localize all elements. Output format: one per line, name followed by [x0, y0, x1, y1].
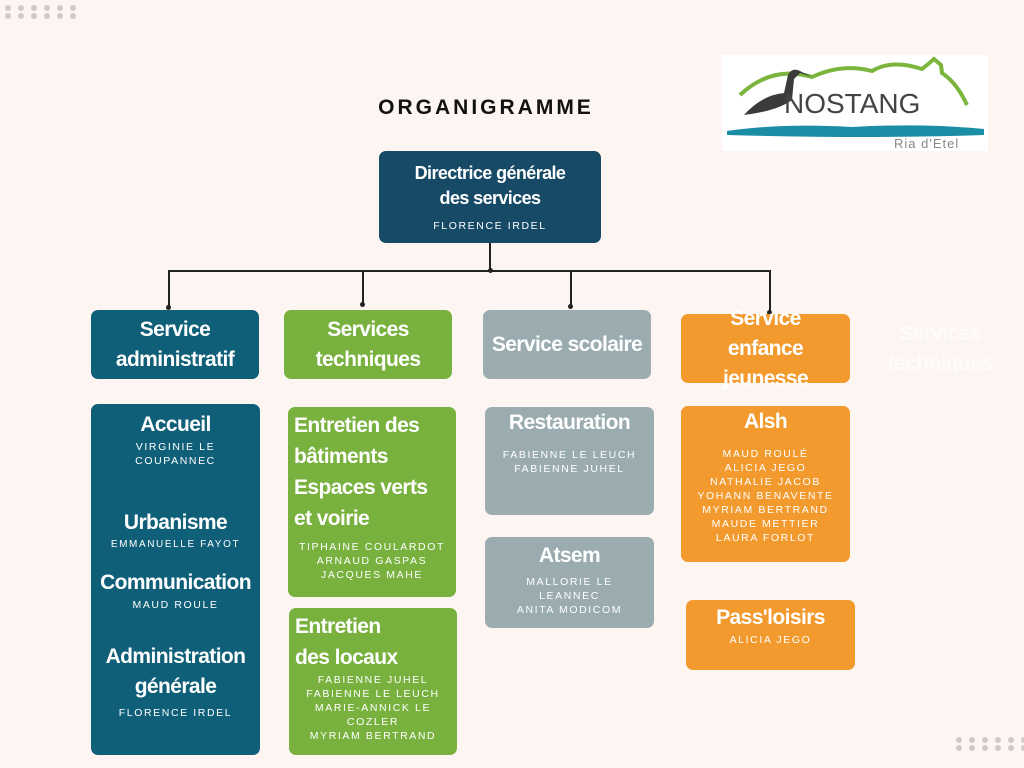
person-name: FABIENNE LE LEUCH	[306, 688, 440, 700]
connector-dot	[166, 305, 171, 310]
names-list: MALLORIE LE LEANNEC ANITA MODICOM	[505, 575, 635, 617]
service-enfance-jeunesse: Service enfance jeunesse	[681, 307, 850, 390]
label: Communication	[100, 571, 251, 594]
label: EMMANUELLE FAYOT	[110, 539, 241, 550]
connector	[168, 270, 170, 309]
person-name: NATHALIE JACOB	[710, 476, 821, 488]
person-name: ARNAUD GASPAS	[316, 555, 428, 567]
person-name: ANITA MODICOM	[516, 604, 623, 616]
decorative-dots	[956, 737, 1024, 751]
label: MAUD ROULE	[132, 599, 219, 611]
person-name: MALLORIE LE LEANNEC	[526, 576, 613, 602]
label: VIRGINIE LE COUPANNEC	[135, 441, 216, 467]
person-name: FABIENNE JUHEL	[514, 463, 625, 475]
connector-dot	[767, 310, 772, 315]
person-name: MARIE-ANNICK LE COZLER	[314, 702, 432, 728]
connector-dot	[568, 304, 573, 309]
person-name: LAURA FORLOT	[715, 532, 816, 544]
tech-batiments: Entretien des bâtiments Espaces verts et…	[288, 407, 456, 597]
service-scolaire: Service scolaire	[483, 310, 651, 379]
connector	[489, 243, 491, 272]
names-list: FABIENNE JUHEL FABIENNE LE LEUCH MARIE-ANN…	[298, 673, 448, 743]
names-list: MAUD ROULÉ ALICIA JEGO NATHALIE JACOB YOHAN…	[697, 447, 833, 545]
service-administratif: Service administratif	[91, 310, 259, 379]
names-list: FABIENNE LE LEUCH FABIENNE JUHEL	[503, 448, 636, 476]
page-title: ORGANIGRAMME	[378, 96, 594, 119]
svg-text:NOSTANG: NOSTANG	[784, 88, 920, 119]
person-name: MAUD ROULÉ	[722, 448, 809, 460]
names-list: TIPHAINE COULARDOT ARNAUD GASPAS JACQUES M…	[299, 540, 445, 582]
label: Entretien des locaux	[295, 615, 398, 669]
ghost-label: Services techniques	[870, 314, 1010, 383]
label: Entretien des bâtiments Espaces verts et…	[294, 414, 428, 530]
label: Service enfance jeunesse	[722, 306, 809, 390]
label: Pass'loisirs	[716, 606, 825, 629]
label: Atsem	[538, 544, 601, 567]
person-name: FABIENNE JUHEL	[317, 674, 429, 686]
person-name: MYRIAM BERTRAND	[309, 730, 437, 742]
person-name: JACQUES MAHE	[320, 569, 424, 581]
label: Services techniques	[315, 317, 421, 371]
person-name: TIPHAINE COULARDOT	[298, 541, 446, 553]
services-techniques: Services techniques	[284, 310, 452, 379]
decorative-dots	[5, 5, 81, 19]
connector-dot	[360, 302, 365, 307]
label: Urbanisme	[123, 511, 228, 534]
label: Restauration	[508, 411, 631, 434]
label: Services techniques	[887, 321, 993, 375]
label: Accueil	[140, 413, 211, 436]
connector	[570, 270, 572, 308]
person-name: FLORENCE IRDEL	[433, 220, 547, 232]
label: Service scolaire	[491, 332, 643, 356]
label: Alsh	[743, 410, 788, 433]
connector	[168, 270, 771, 272]
person-name: FABIENNE LE LEUCH	[502, 449, 637, 461]
label: FLORENCE IRDEL	[118, 707, 233, 719]
box-directrice: Directrice générale des services FLORENC…	[379, 151, 601, 243]
svg-text:Ria d'Etel: Ria d'Etel	[894, 136, 959, 151]
person-name: MAUDE METTIER	[711, 518, 820, 530]
person-name: MYRIAM BERTRAND	[702, 504, 829, 516]
box-title: Directrice générale des services	[414, 163, 566, 208]
names-list: ALICIA JEGO	[730, 633, 812, 647]
person-name: YOHANN BENAVENTE	[697, 490, 834, 502]
nostang-logo: NOSTANG Ria d'Etel	[722, 55, 988, 151]
connector	[769, 270, 771, 314]
person-name: ALICIA JEGO	[724, 462, 807, 474]
label: Administration générale	[105, 645, 246, 698]
connector	[362, 270, 364, 306]
person-name: ALICIA JEGO	[729, 634, 812, 646]
label: Service administratif	[115, 317, 235, 371]
